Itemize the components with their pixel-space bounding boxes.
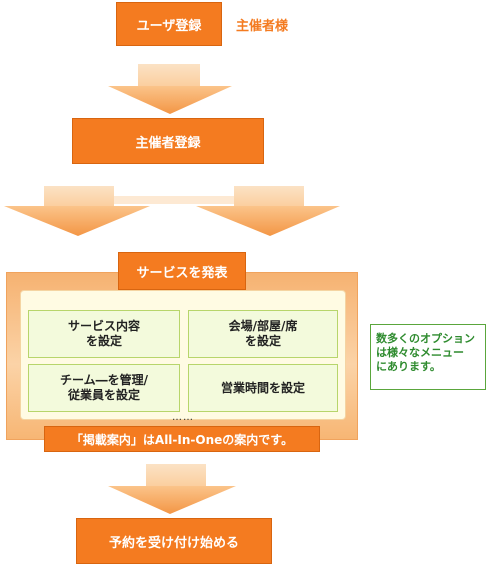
service-content-setting: サービス内容 を設定: [28, 310, 180, 358]
arrow-down-right: [196, 186, 340, 236]
options-note: 数多くのオプション は様々なメニュー にあります。: [370, 324, 486, 390]
more-ellipsis: ……: [172, 412, 194, 423]
arrow-connector: [114, 196, 234, 204]
team-setting: チーム―を管理/ 従業員を設定: [28, 364, 180, 412]
arrow-down-1: [108, 64, 232, 114]
arrow-down-3: [108, 464, 236, 514]
options-note-line-1: 数多くのオプション: [376, 332, 475, 345]
start-reservations-box: 予約を受け付け始める: [76, 518, 272, 564]
options-note-line-3: にあります。: [376, 360, 441, 373]
hours-setting: 営業時間を設定: [188, 364, 338, 412]
user-registration-box: ユーザ登録: [116, 2, 222, 46]
options-note-line-2: は様々なメニュー: [376, 346, 464, 359]
organizer-label: 主催者様: [236, 19, 289, 34]
venue-setting: 会場/部屋/席 を設定: [188, 310, 338, 358]
organizer-registration-box: 主催者登録: [72, 118, 264, 164]
arrow-down-left: [4, 186, 150, 236]
publish-service-box: サービスを発表: [118, 252, 246, 290]
allinone-banner: 「掲載案内」はAll-In-Oneの案内です。: [44, 426, 320, 452]
